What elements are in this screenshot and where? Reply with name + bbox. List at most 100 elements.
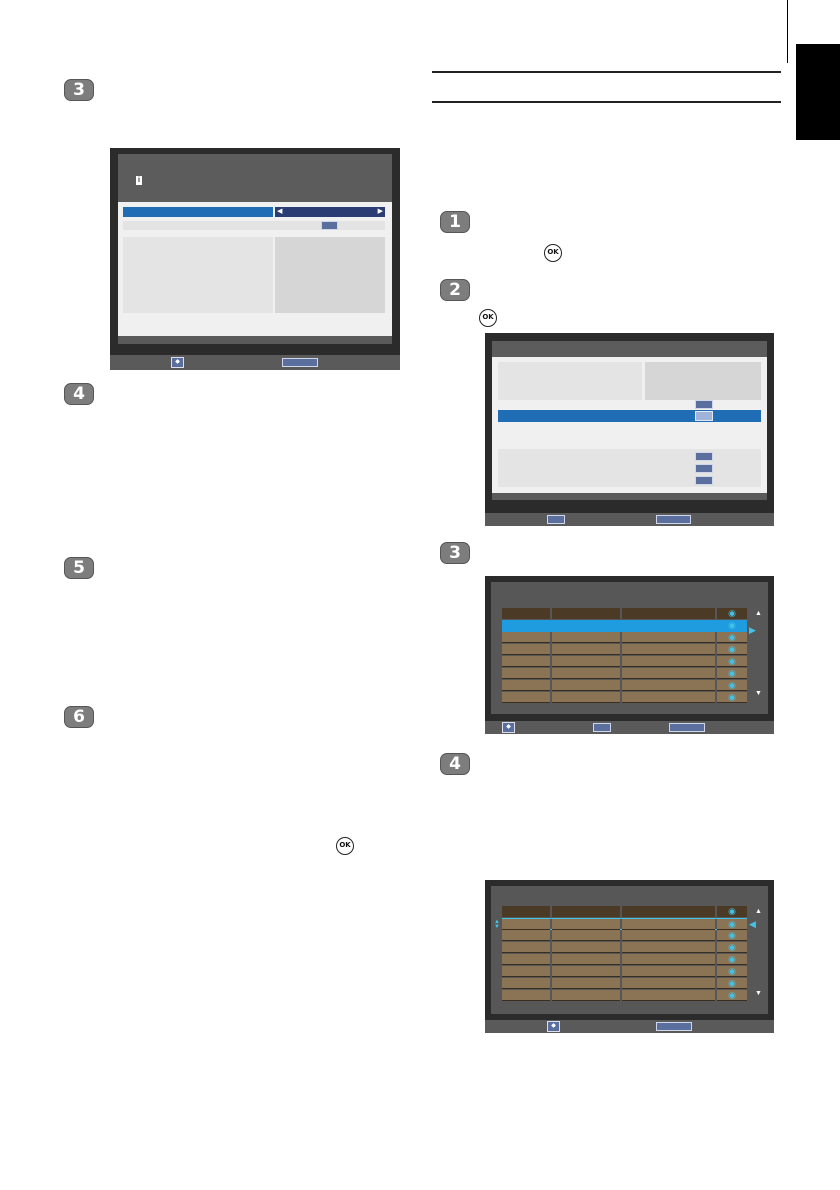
table-row[interactable]: ◉ xyxy=(502,930,747,942)
footer-button-1[interactable] xyxy=(593,723,611,732)
footer-button-1[interactable] xyxy=(547,515,565,524)
eye-icon: ◉ xyxy=(728,978,736,988)
eye-icon: ◉ xyxy=(728,954,736,964)
step-badge-6: 6 xyxy=(64,706,94,728)
option-button-1[interactable] xyxy=(695,452,713,461)
selected-row-button[interactable] xyxy=(695,411,713,421)
option-button-2[interactable] xyxy=(695,464,713,473)
step-badge-3: 3 xyxy=(64,79,94,101)
screen-2-footer xyxy=(485,513,774,526)
selected-row[interactable] xyxy=(123,207,273,217)
scroll-up-icon[interactable]: ▲ xyxy=(755,908,762,915)
screen-2-status xyxy=(492,493,767,500)
table-row[interactable]: ◉ xyxy=(502,954,747,966)
row-pointer-icon: ▶ xyxy=(749,625,756,635)
scroll-up-icon[interactable]: ▲ xyxy=(755,610,762,617)
channel-table: ◉ ◉ ◉ ◉ ◉ ◉ ◉ xyxy=(502,608,747,704)
section-tab xyxy=(796,44,840,140)
info-panel-left xyxy=(123,237,273,313)
row-button-1[interactable] xyxy=(695,400,713,409)
scroll-down-icon[interactable]: ▼ xyxy=(755,990,762,997)
scroll-down-icon[interactable]: ▼ xyxy=(755,690,762,697)
table-row[interactable]: ◉ xyxy=(502,680,747,692)
info-panel-left xyxy=(498,362,642,400)
screen-4-footer: ◆ xyxy=(485,1020,774,1033)
footer-button-2[interactable] xyxy=(656,515,691,524)
screen-1-body: ◀ ▶ xyxy=(118,202,392,336)
eye-icon: ◉ xyxy=(728,680,736,690)
eye-icon: ◉ xyxy=(728,644,736,654)
screen-1: i ◀ ▶ ◆ xyxy=(110,148,400,370)
move-updown-icon: ▲▼ xyxy=(494,919,500,930)
screen-2 xyxy=(485,333,774,526)
section-rule-bottom xyxy=(432,101,781,103)
ok-button-icon: OK xyxy=(544,244,562,262)
step-badge-4: 4 xyxy=(64,383,94,405)
table-header-cell xyxy=(717,906,747,917)
table-header-cell xyxy=(502,608,550,619)
table-row[interactable]: ◉ xyxy=(502,942,747,954)
eye-icon: ◉ xyxy=(728,990,736,1000)
step-badge-5: 5 xyxy=(64,557,94,579)
info-panel-right xyxy=(645,362,761,400)
eye-icon: ◉ xyxy=(728,930,736,940)
screen-3-body: ◉ ◉ ◉ ◉ ◉ ◉ ◉ xyxy=(491,582,768,714)
second-row[interactable] xyxy=(123,221,385,230)
screen-4-body: ◉ ◉ ◉ ◉ ◉ ◉ ◉ xyxy=(491,886,768,1014)
eye-icon: ◉ xyxy=(728,942,736,952)
options-panel xyxy=(498,449,761,487)
table-header-cell xyxy=(622,906,715,917)
eye-icon: ◉ xyxy=(728,966,736,976)
screen-2-header xyxy=(492,341,767,357)
eye-icon: ◉ xyxy=(728,656,736,666)
table-row-selected[interactable]: ◉ xyxy=(502,620,747,632)
table-header-cell xyxy=(552,608,620,619)
footer-button[interactable] xyxy=(282,358,318,367)
table-header-cell xyxy=(717,608,747,619)
eye-icon: ◉ xyxy=(728,620,736,630)
table-row-moving[interactable]: ◉ xyxy=(502,918,747,930)
screen-3-footer: ◆ xyxy=(485,721,774,734)
step-badge-2: 2 xyxy=(440,279,470,301)
value-selector[interactable]: ◀ ▶ xyxy=(275,207,385,217)
arrow-right-icon[interactable]: ▶ xyxy=(377,208,383,215)
table-row[interactable]: ◉ xyxy=(502,966,747,978)
table-header-cell xyxy=(502,906,550,917)
screen-3: ◉ ◉ ◉ ◉ ◉ ◉ ◉ xyxy=(485,576,774,734)
ok-button-icon: OK xyxy=(479,309,497,327)
screen-1-footer: ◆ xyxy=(110,355,400,370)
eye-icon: ◉ xyxy=(728,919,736,929)
option-button-3[interactable] xyxy=(695,476,713,485)
eye-icon: ◉ xyxy=(728,906,736,916)
eye-icon: ◉ xyxy=(728,668,736,678)
screen-1-header: i xyxy=(118,154,392,202)
table-row[interactable]: ◉ xyxy=(502,644,747,656)
row-pointer-icon: ◀ xyxy=(749,919,756,929)
selected-row[interactable] xyxy=(498,410,761,422)
eye-icon: ◉ xyxy=(728,608,736,618)
row-button[interactable] xyxy=(321,221,338,230)
screen-4: ◉ ◉ ◉ ◉ ◉ ◉ ◉ xyxy=(485,880,774,1033)
step-badge-1: 1 xyxy=(440,211,470,233)
table-header-cell xyxy=(622,608,715,619)
info-panel-right xyxy=(275,237,385,313)
table-row[interactable]: ◉ xyxy=(502,668,747,680)
eye-icon: ◉ xyxy=(728,692,736,702)
arrow-left-icon[interactable]: ◀ xyxy=(277,208,283,215)
navigate-icon: ◆ xyxy=(547,1021,560,1032)
footer-button[interactable] xyxy=(656,1022,692,1031)
info-icon: i xyxy=(136,176,142,185)
screen-1-status xyxy=(118,336,392,344)
table-header-cell xyxy=(552,906,620,917)
table-row[interactable]: ◉ xyxy=(502,978,747,990)
section-rule-top xyxy=(432,71,781,73)
step-badge-3: 3 xyxy=(440,542,470,564)
table-row[interactable]: ◉ xyxy=(502,990,747,1002)
table-row[interactable]: ◉ xyxy=(502,656,747,668)
step-badge-4: 4 xyxy=(440,753,470,775)
table-row[interactable]: ◉ xyxy=(502,632,747,644)
navigate-icon: ◆ xyxy=(502,722,515,733)
ok-button-icon: OK xyxy=(336,837,354,855)
table-row[interactable]: ◉ xyxy=(502,692,747,704)
footer-button-2[interactable] xyxy=(669,723,705,732)
